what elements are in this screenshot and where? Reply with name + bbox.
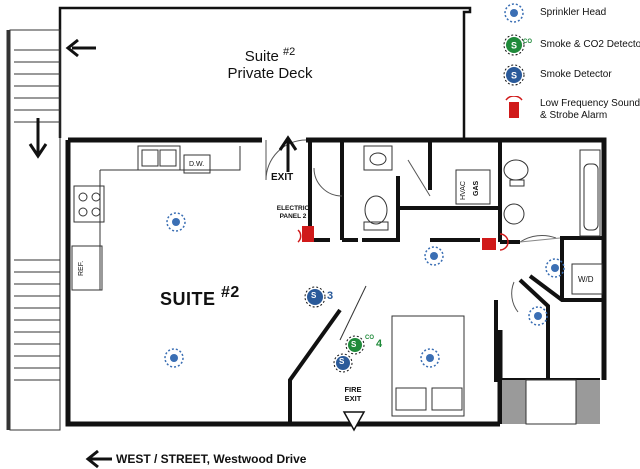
exterior-stairs bbox=[6, 29, 61, 431]
svg-text:S: S bbox=[511, 41, 517, 51]
strobe-alarms bbox=[297, 226, 509, 251]
sprinkler-head-icon bbox=[528, 306, 548, 326]
fire-exit-arrow-icon bbox=[342, 411, 366, 432]
suite-prefix: SUITE bbox=[160, 289, 222, 309]
svg-text:CO: CO bbox=[523, 39, 532, 45]
washer-dryer-label: W/D bbox=[578, 275, 594, 284]
refrigerator-label: REF. bbox=[78, 260, 85, 276]
co-tag: CO bbox=[365, 335, 374, 341]
smoke-detector-number: 3 bbox=[327, 290, 334, 302]
arrow-left-icon bbox=[65, 38, 96, 58]
fire-exit-label: FIRE EXIT bbox=[344, 385, 362, 403]
smoke-detector-glyph: S bbox=[311, 291, 317, 300]
co2-detector-glyph: S bbox=[351, 340, 357, 349]
gas-label: GAS bbox=[473, 180, 480, 196]
balcony bbox=[502, 379, 600, 425]
deck-subtitle: Private Deck bbox=[227, 65, 313, 82]
dishwasher-label: D.W. bbox=[189, 161, 205, 168]
legend-label: Sprinkler Head bbox=[540, 7, 607, 18]
street-label: WEST / STREET, Westwood Drive bbox=[116, 452, 307, 466]
legend-item: Sprinkler Head bbox=[500, 2, 640, 24]
door-swings bbox=[265, 139, 561, 341]
kitchen-counter bbox=[71, 145, 241, 291]
strobe-alarm-icon bbox=[297, 226, 314, 243]
interior-walls bbox=[288, 140, 604, 424]
smoke-co2-detector-icon: S CO bbox=[500, 34, 532, 56]
electric-panel-label: ELECTRIC PANEL 2 bbox=[276, 205, 310, 220]
deck-label: Suite #2 Private Deck bbox=[150, 44, 390, 82]
sprinkler-heads bbox=[164, 212, 565, 368]
svg-text:S: S bbox=[511, 71, 517, 81]
sprinkler-head-icon bbox=[164, 348, 184, 368]
smoke-detector-glyph: S bbox=[339, 357, 345, 366]
legend-item: Low Frequency Sound & Strobe Alarm bbox=[500, 95, 640, 122]
smoke-detector-icon: S bbox=[500, 64, 528, 86]
suite-title: SUITE #2 bbox=[160, 284, 240, 310]
sprinkler-head-icon bbox=[424, 246, 444, 266]
smoke-detector-icon bbox=[304, 286, 326, 308]
smoke-detector-icon bbox=[333, 353, 353, 373]
suite-number: #2 bbox=[221, 284, 240, 301]
deck-number: #2 bbox=[283, 46, 296, 58]
detectors bbox=[304, 286, 365, 373]
legend-label: Smoke Detector bbox=[540, 69, 612, 80]
arrow-up-icon bbox=[278, 135, 298, 172]
exit-label: EXIT bbox=[271, 172, 294, 183]
sprinkler-head-icon bbox=[545, 258, 565, 278]
sprinkler-head-icon bbox=[420, 348, 440, 368]
co2-detector-number: 4 bbox=[376, 338, 383, 350]
legend-label: Smoke & CO2 Detector bbox=[540, 39, 640, 50]
arrow-down-icon bbox=[28, 118, 48, 159]
sprinkler-head-icon bbox=[166, 212, 186, 232]
sprinkler-head-icon bbox=[500, 2, 528, 24]
hvac-label: HVAC bbox=[460, 181, 467, 200]
bath-fixtures bbox=[363, 145, 603, 417]
deck-prefix: Suite bbox=[244, 48, 284, 65]
arrow-street-icon bbox=[85, 449, 112, 469]
smoke-co2-detector-icon bbox=[345, 335, 365, 355]
arrows bbox=[28, 38, 298, 469]
strobe-alarm-icon bbox=[482, 233, 509, 251]
legend-label: Low Frequency Sound & Strobe Alarm bbox=[540, 98, 640, 121]
strobe-alarm-icon bbox=[500, 95, 528, 118]
legend-item: S Smoke Detector bbox=[500, 64, 640, 86]
legend-item: S CO Smoke & CO2 Detector bbox=[500, 34, 640, 56]
